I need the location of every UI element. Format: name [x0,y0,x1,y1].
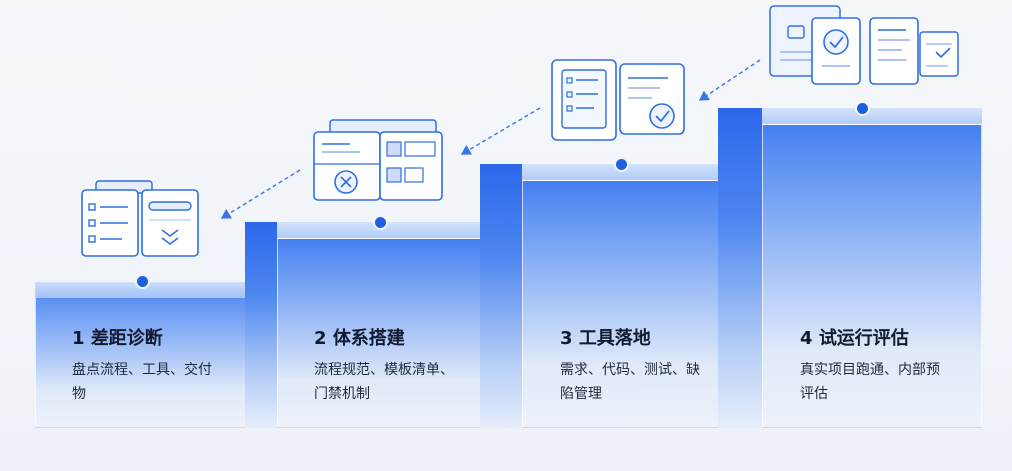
step-3-title: 3 工具落地 [560,324,651,350]
step-2-description: 流程规范、模板清单、门禁机制 [314,362,454,402]
step-2-name: 体系搭建 [332,328,405,349]
step-4-name: 试运行评估 [818,328,909,349]
step-4-number: 4 [800,328,813,349]
arrow-3-to-2 [460,107,541,155]
step-1-name: 差距诊断 [90,328,163,349]
checklist-doc-icon [81,180,199,257]
step-4-title: 4 试运行评估 [800,324,909,350]
step-3-dot [616,159,627,170]
step-3-description: 需求、代码、测试、缺陷管理 [560,362,700,402]
step-1-number: 1 [72,328,85,349]
arrow-4-to-3 [698,59,761,101]
report-review-icon [769,5,959,85]
layout-panels-icon [313,119,443,201]
step-4-description: 真实项目跑通、内部预评估 [800,362,940,402]
step-2-title: 2 体系搭建 [314,324,405,350]
step-2-number: 2 [314,328,327,349]
step-4-dot [857,103,868,114]
step-1-block [35,282,253,428]
step-3-number: 3 [560,328,573,349]
step-1-title: 1 差距诊断 [72,324,163,350]
step-3-name: 工具落地 [578,328,651,349]
step-2-dot [375,217,386,228]
arrow-2-to-1 [220,169,301,219]
step-4-block [718,108,982,428]
doc-approve-icon [551,59,685,141]
step-1-dot [137,276,148,287]
step-1-description: 盘点流程、工具、交付物 [72,362,212,402]
step-3-block [480,164,742,428]
